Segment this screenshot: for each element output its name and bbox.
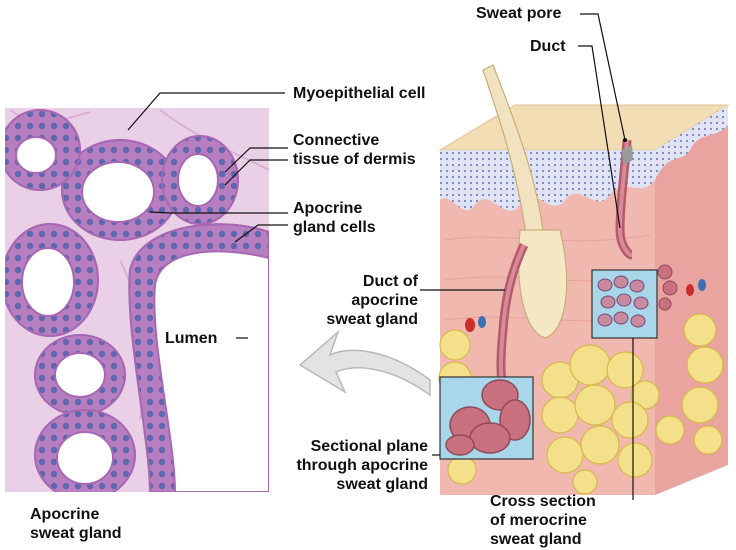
- skin-block: [438, 64, 730, 495]
- label-sectional-line2: through apocrine: [296, 457, 428, 474]
- apocrine-gland-inset: [439, 376, 534, 460]
- label-connective-line2: tissue of dermis: [293, 151, 416, 168]
- label-myoepithelial-cell: Myoepithelial cell: [293, 85, 426, 102]
- label-apocrine-cells-line1: Apocrine: [293, 200, 363, 217]
- hair-follicle: [482, 64, 568, 339]
- label-sectional-line3: sweat gland: [336, 476, 428, 493]
- merocrine-cross-section-inset: [591, 269, 658, 339]
- label-sweat-pore: Sweat pore: [476, 5, 562, 22]
- gland-tubules: [5, 109, 269, 492]
- label-sectional-line1: Sectional plane: [310, 438, 428, 455]
- micrograph: [5, 108, 269, 492]
- blood-vessels: [465, 279, 706, 332]
- label-cross-line3: sweat gland: [490, 531, 582, 548]
- label-duct: Duct: [530, 38, 566, 55]
- label-sectional-plane: Sectional plane through apocrine sweat g…: [270, 437, 428, 494]
- label-apocrine-gland-line1: Apocrine: [30, 506, 100, 523]
- direction-arrow: [298, 329, 431, 397]
- label-apocrine-gland-line2: sweat gland: [30, 525, 122, 542]
- label-duct-apocrine-line1: Duct of: [362, 273, 418, 290]
- label-cross-line2: of merocrine: [490, 512, 587, 529]
- label-cross-line1: Cross section: [490, 493, 596, 510]
- label-apocrine-sweat-gland: Apocrine sweat gland: [30, 505, 122, 543]
- label-connective-tissue: Connective tissue of dermis: [293, 131, 416, 169]
- label-duct-apocrine-line3: sweat gland: [326, 311, 418, 328]
- label-lumen: Lumen: [165, 330, 218, 347]
- label-connective-line1: Connective: [293, 132, 380, 149]
- label-cross-section-merocrine: Cross section of merocrine sweat gland: [490, 492, 596, 549]
- label-apocrine-gland-cells: Apocrine gland cells: [293, 199, 376, 237]
- fat-layer: [438, 313, 724, 495]
- label-duct-of-apocrine: Duct of apocrine sweat gland: [300, 272, 418, 329]
- label-duct-apocrine-line2: apocrine: [351, 292, 418, 309]
- label-apocrine-cells-line2: gland cells: [293, 219, 376, 236]
- leader-lines: [127, 13, 634, 500]
